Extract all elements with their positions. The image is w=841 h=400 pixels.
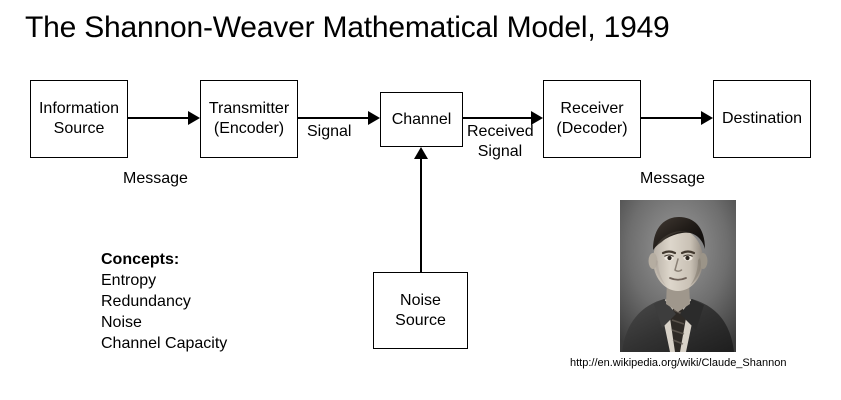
concepts-list: Concepts: Entropy Redundancy Noise Chann… [101,249,227,354]
node-information-source-line1: Information [38,100,120,117]
portrait-image [620,200,736,352]
concepts-item-redundancy: Redundancy [101,293,191,310]
node-transmitter: Transmitter (Encoder) [200,80,298,158]
concepts-heading: Concepts: [101,251,180,268]
node-receiver-line1: Receiver [560,100,624,117]
edge-transmitter-to-channel [298,117,370,119]
concepts-item-channel-capacity: Channel Capacity [101,335,228,352]
arrowhead-source-to-transmitter [188,111,200,125]
edge-label-received-signal-line2: Signal [477,143,523,160]
arrowhead-channel-to-receiver [531,111,543,125]
node-receiver: Receiver (Decoder) [543,80,641,158]
edge-channel-to-receiver [463,117,533,119]
node-noise-source-line1: Noise [400,291,441,309]
node-destination-line1: Destination [721,110,803,127]
node-channel-line1: Channel [391,110,452,128]
edge-label-message-left: Message [123,170,188,187]
node-channel: Channel [380,92,463,147]
node-transmitter-line1: Transmitter [208,100,290,117]
edge-source-to-transmitter [128,117,190,119]
arrowhead-receiver-to-destination [701,111,713,125]
claude-shannon-photo [620,200,736,352]
node-noise-source-line2: Source [395,311,446,329]
edge-label-signal: Signal [307,123,352,140]
edge-label-message-right: Message [640,170,705,187]
page-title: The Shannon-Weaver Mathematical Model, 1… [25,11,670,44]
edge-label-received-signal: Received Signal [467,122,534,162]
node-information-source-line2: Source [53,120,105,137]
edge-receiver-to-destination [641,117,703,119]
node-information-source: Information Source [30,80,128,158]
edge-label-received-signal-line1: Received [467,123,534,140]
node-receiver-line2: (Decoder) [556,120,628,137]
arrowhead-transmitter-to-channel [368,111,380,125]
photo-caption-url: http://en.wikipedia.org/wiki/Claude_Shan… [570,357,787,369]
concepts-item-noise: Noise [101,314,142,331]
concepts-item-entropy: Entropy [101,272,157,289]
edge-noise-to-channel [420,158,422,272]
arrowhead-noise-to-channel [414,147,428,159]
node-destination: Destination [713,80,811,158]
node-noise-source: Noise Source [373,272,468,349]
node-transmitter-line2: (Encoder) [213,120,285,137]
